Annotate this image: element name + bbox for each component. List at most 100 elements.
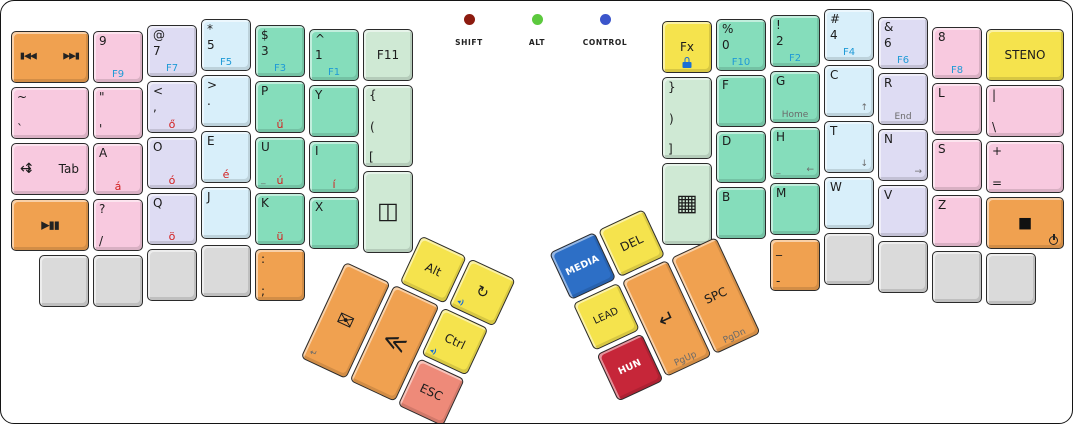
key-u[interactable]: U_ú	[255, 137, 305, 189]
key-legend: -	[776, 274, 781, 288]
key-t[interactable]: T↓	[824, 121, 874, 173]
key-legend: F9	[111, 69, 125, 80]
key-w[interactable]: W	[824, 177, 874, 229]
key-legend: G	[776, 74, 786, 88]
key-x[interactable]: X	[309, 197, 359, 249]
key-legend: á	[114, 180, 122, 193]
key-legend: í	[332, 178, 336, 191]
key-legend: ő	[168, 118, 176, 131]
key-steno[interactable]: STENO	[986, 29, 1064, 81]
key-legend: ^	[315, 32, 326, 46]
key-legend: M	[776, 186, 787, 200]
key-v[interactable]: V	[878, 185, 928, 237]
key-legend: (	[370, 120, 375, 134]
key-blank[interactable]	[93, 255, 143, 307]
key-legend: F5	[219, 57, 233, 68]
key-y[interactable]: Y	[309, 85, 359, 137]
key-legend: 9	[99, 34, 107, 48]
key-brackets-close[interactable]: })]	[662, 77, 712, 159]
key-brackets-open[interactable]: {([	[363, 85, 413, 167]
key-legend: |	[992, 88, 997, 102]
stop-icon: ■	[1017, 213, 1033, 232]
key-n[interactable]: N→	[878, 129, 928, 181]
key-legend: ↑	[860, 103, 868, 113]
key-blank[interactable]	[147, 249, 197, 301]
key-legend: Alt	[422, 259, 444, 280]
key-legend: N	[884, 132, 893, 146]
key-l[interactable]: L	[932, 83, 982, 135]
key-h[interactable]: H_←	[770, 127, 820, 179]
key-blank[interactable]	[986, 253, 1036, 305]
key-play-pause[interactable]: ▶▮▮	[11, 199, 89, 251]
lock-icon	[682, 57, 692, 68]
key-legend: 0	[722, 38, 730, 52]
key-f[interactable]: F	[716, 75, 766, 127]
key-media-prev-next[interactable]: ▮◀◀▶▶▮	[11, 31, 89, 83]
key-c[interactable]: C↑	[824, 65, 874, 117]
key-legend: "	[99, 90, 105, 104]
key-blank[interactable]	[39, 255, 89, 307]
key-semicolon[interactable]: :;	[255, 249, 305, 301]
key-f11[interactable]: F11	[363, 29, 413, 81]
key-legend: !	[776, 18, 781, 32]
key-s[interactable]: S	[932, 139, 982, 191]
key-legend: MEDIA	[564, 253, 602, 279]
key-legend: SPC	[702, 284, 730, 307]
control-led	[599, 14, 611, 25]
key-legend: %	[722, 22, 734, 36]
key-legend: _	[261, 175, 266, 185]
key-stop-power[interactable]: ■	[986, 197, 1064, 249]
key-period[interactable]: >.	[201, 75, 251, 127]
key-legend: F6	[896, 55, 910, 66]
key-blank[interactable]	[824, 233, 874, 285]
key-m[interactable]: M	[770, 183, 820, 235]
key-b[interactable]: B	[716, 187, 766, 239]
key-slash[interactable]: ?/	[93, 199, 143, 251]
key-blank[interactable]	[878, 241, 928, 293]
volume-icon: ◂)	[455, 297, 466, 308]
key-comma[interactable]: <,ő	[147, 81, 197, 133]
key-fx[interactable]: Fx	[662, 21, 712, 73]
key-blank[interactable]	[932, 251, 982, 303]
key-legend: O	[153, 140, 163, 154]
key-j[interactable]: J	[201, 187, 251, 239]
key-quote[interactable]: "'	[93, 87, 143, 139]
key-tilde[interactable]: ~`	[11, 87, 89, 139]
key-apps-grid[interactable]: ▦	[662, 163, 712, 245]
key-blank[interactable]	[201, 245, 251, 297]
key-legend: ó	[168, 174, 176, 187]
key-equals[interactable]: +=	[986, 141, 1064, 193]
envelope-icon: ✉	[332, 305, 359, 335]
key-legend: X	[315, 200, 324, 214]
redo-icon: ↻	[472, 281, 492, 303]
key-tab[interactable]: ↔↕Tab	[11, 143, 89, 195]
key-z[interactable]: Z	[932, 195, 982, 247]
key-legend: ö	[168, 230, 176, 243]
key-d[interactable]: D	[716, 131, 766, 183]
key-backslash[interactable]: |\	[986, 85, 1064, 137]
key-underscore-dash[interactable]: _-	[770, 239, 820, 291]
key-legend: :	[261, 252, 266, 266]
key-legend: W	[830, 180, 842, 194]
key-window-split[interactable]: ◫	[363, 171, 413, 253]
